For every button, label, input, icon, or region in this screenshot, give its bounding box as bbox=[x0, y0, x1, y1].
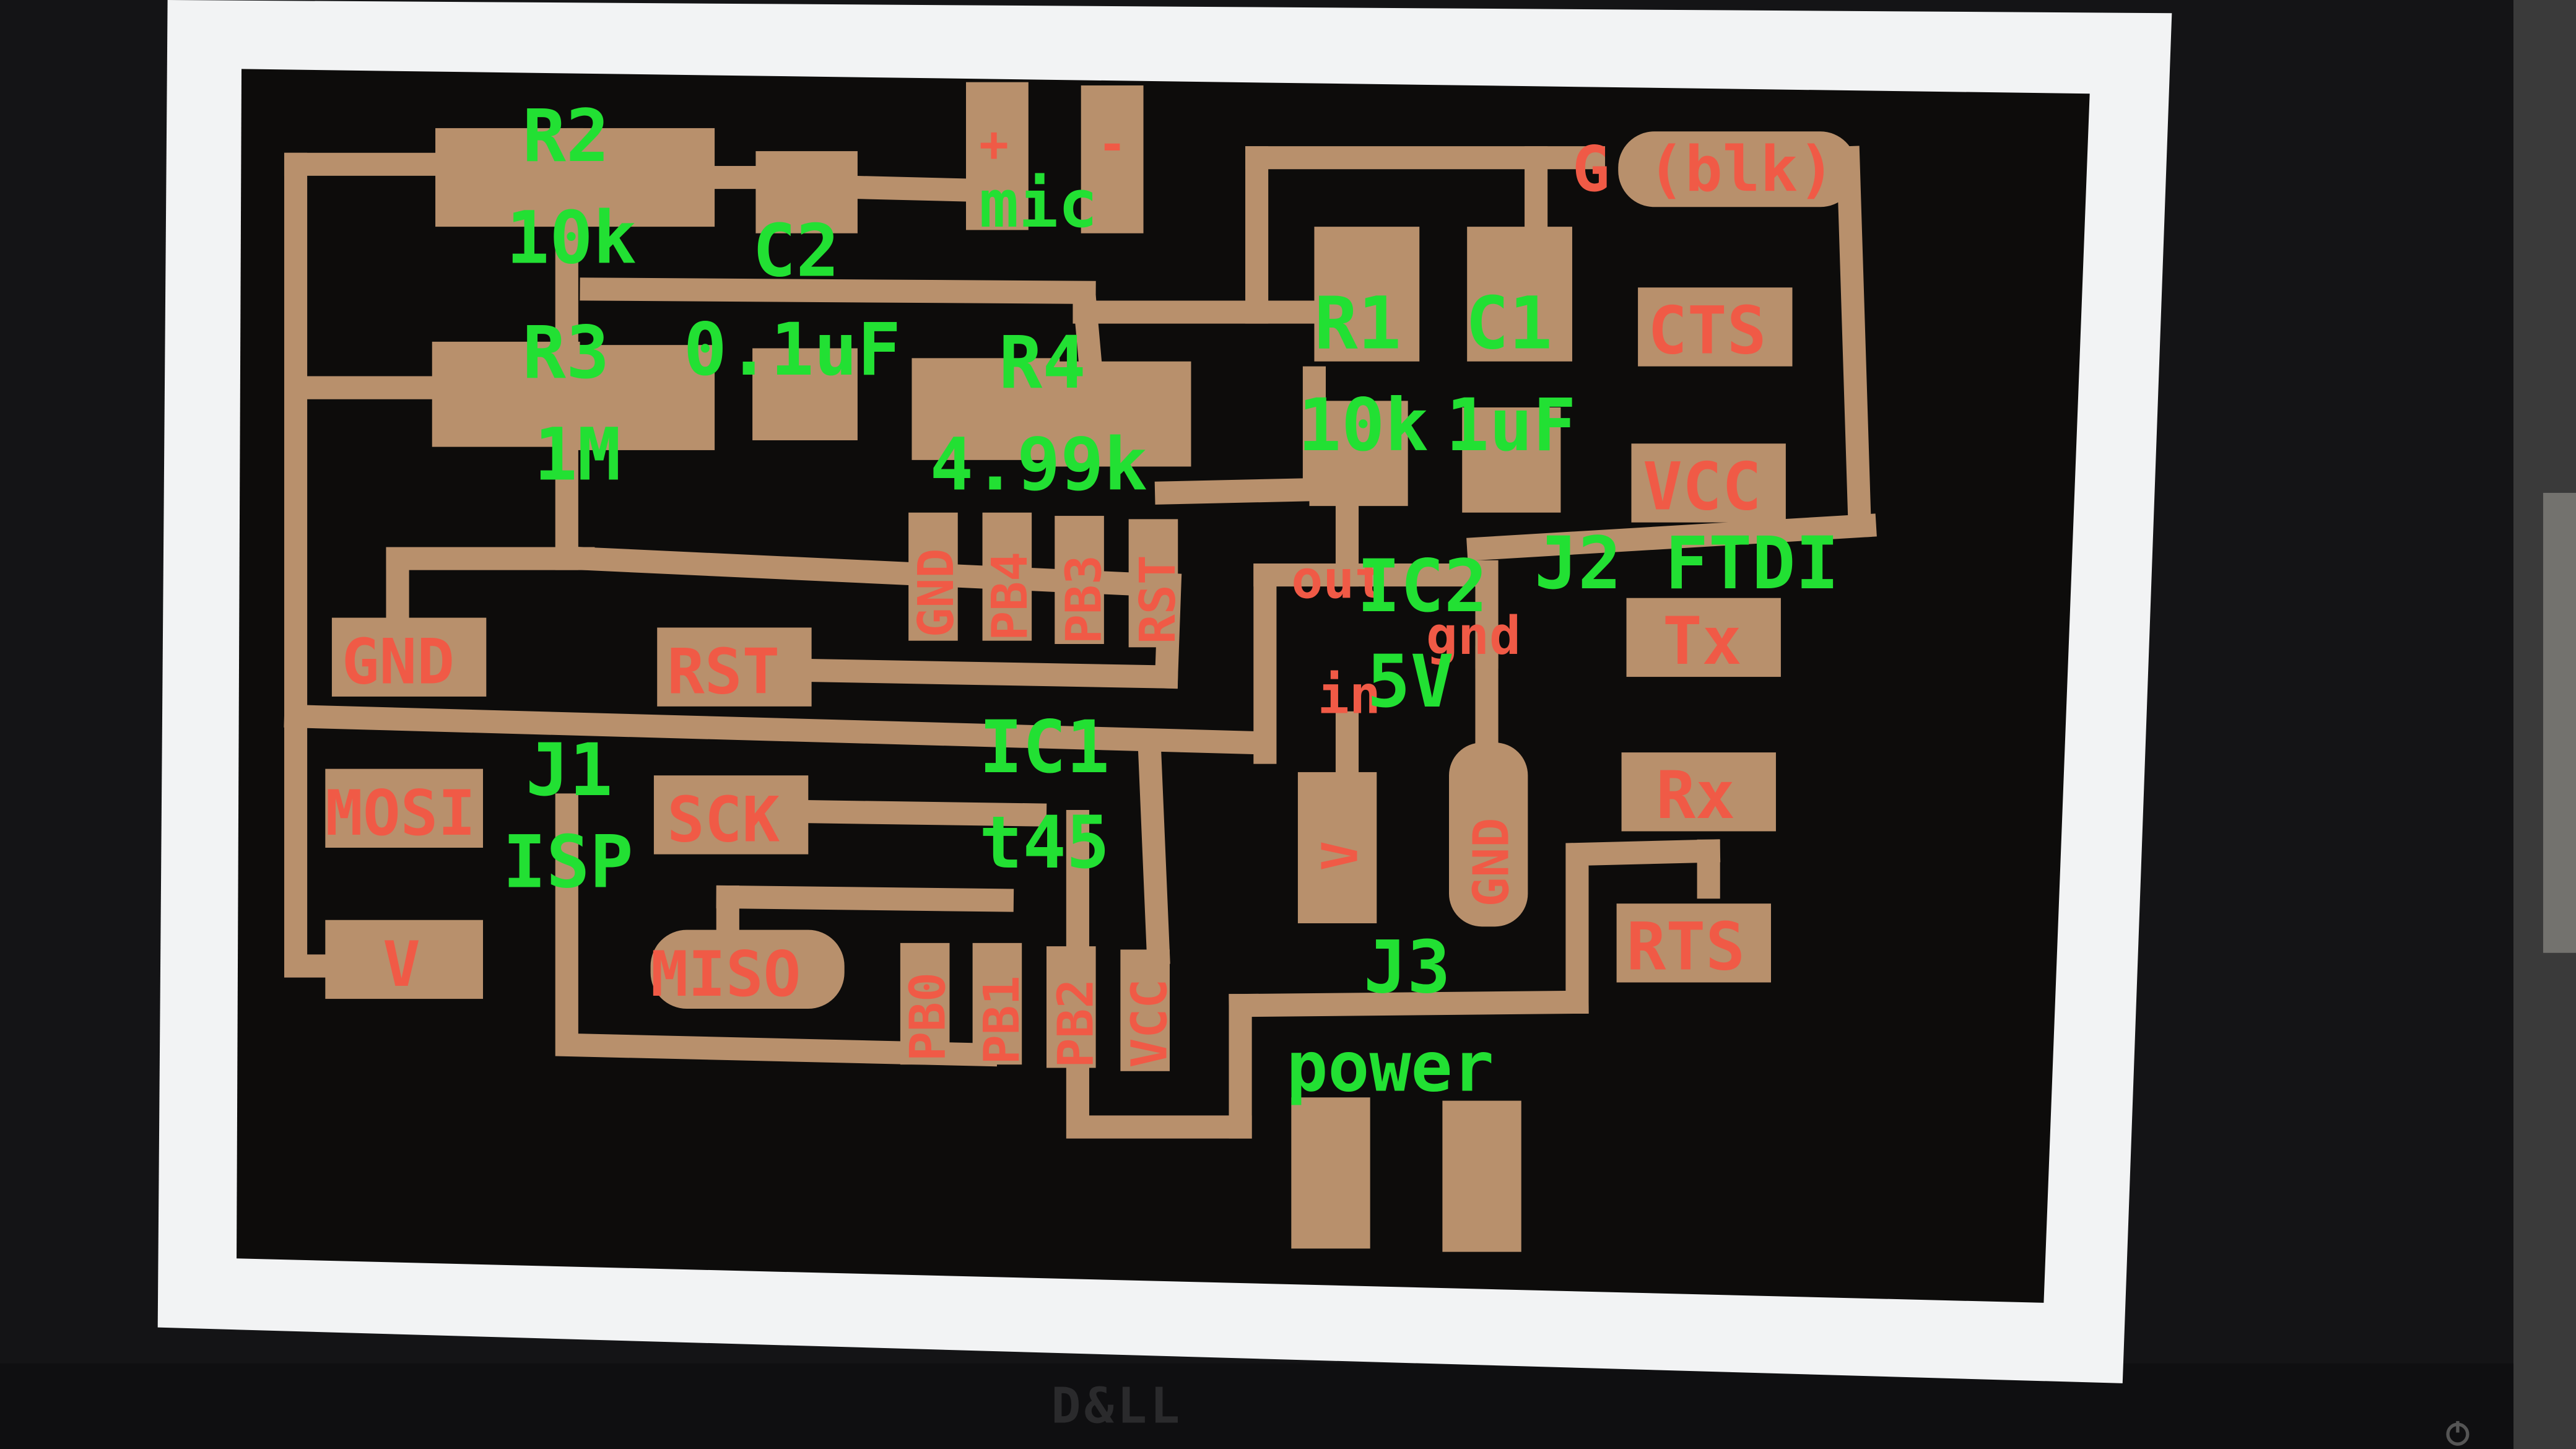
ic2-out-label: out bbox=[1291, 550, 1386, 611]
r1-pad-bottom bbox=[1309, 401, 1408, 507]
ic1-pb2-label: PB2 bbox=[1046, 979, 1104, 1068]
rts-label: RTS bbox=[1627, 908, 1746, 985]
sck-pad bbox=[653, 775, 809, 855]
ic1-pin-pb3 bbox=[1055, 516, 1104, 644]
ic2-in-label: in bbox=[1318, 664, 1381, 726]
copper-traces bbox=[284, 146, 1877, 1139]
tx-pad bbox=[1626, 598, 1781, 677]
v-label: V bbox=[383, 928, 420, 1001]
r3-pad-right bbox=[567, 345, 715, 450]
c2-pad-left bbox=[755, 151, 858, 233]
reg-gnd-label: GND bbox=[1463, 818, 1520, 907]
power-pad-right bbox=[1442, 1100, 1521, 1252]
ic1-rst-label: RST bbox=[1129, 555, 1186, 644]
g-blk-pad bbox=[1618, 131, 1856, 207]
r4-pad-left bbox=[912, 358, 1060, 460]
ic1-pb0-label: PB0 bbox=[899, 972, 957, 1061]
mic-label: mic bbox=[979, 166, 1098, 243]
r1-pad-top bbox=[1314, 227, 1420, 362]
r2-pad-right bbox=[567, 128, 715, 227]
v-pad bbox=[325, 920, 483, 999]
pad-labels: + - G (blk) CTS VCC Tx Rx RTS GND RST MO… bbox=[325, 115, 1835, 1068]
ic1-pin-gnd bbox=[908, 512, 958, 641]
r2-pad-left bbox=[435, 128, 583, 227]
right-light bbox=[2543, 492, 2576, 953]
ic1-vcc-label: VCC bbox=[1121, 979, 1178, 1068]
ic2-gnd-label: gnd bbox=[1426, 606, 1521, 667]
ic1-pb4-label: PB4 bbox=[981, 552, 1038, 641]
vcc-pad bbox=[1631, 443, 1786, 523]
reg-v-pad bbox=[1297, 772, 1377, 924]
j2-ftdi-label: J2 FTDI bbox=[1534, 521, 1839, 606]
component-labels: R2 10k C2 mic R3 1M 0.1uF R4 4.99k R1 C1… bbox=[503, 94, 1839, 1108]
dell-logo-text: D&LL bbox=[1051, 1377, 1183, 1435]
r3-value-label: 1M bbox=[534, 413, 621, 497]
miso-pad bbox=[650, 929, 845, 1009]
ic1-pin-pb2 bbox=[1046, 946, 1096, 1068]
j3-label: J3 bbox=[1364, 925, 1451, 1009]
power-pad-left bbox=[1291, 1097, 1370, 1249]
c1-pad-bottom bbox=[1462, 407, 1561, 513]
reg-gnd-pad bbox=[1449, 742, 1528, 927]
sck-label: SCK bbox=[667, 783, 780, 856]
r1-value-label: 10k bbox=[1298, 383, 1429, 468]
r3-pad-left bbox=[432, 341, 580, 447]
copper-pads bbox=[325, 82, 1856, 1252]
c2-label: C2 bbox=[752, 209, 840, 294]
miso-label: MISO bbox=[651, 938, 801, 1011]
ic1-pin-pb4 bbox=[982, 512, 1032, 641]
c2-value-label: 0.1uF bbox=[684, 308, 901, 392]
mic-minus-pad bbox=[1081, 85, 1144, 233]
j3-sub-label: power bbox=[1286, 1028, 1494, 1108]
rx-label: Rx bbox=[1656, 757, 1735, 834]
r4-label: R4 bbox=[999, 321, 1086, 405]
ic1-pin-pb1 bbox=[972, 942, 1022, 1065]
tx-label: Tx bbox=[1663, 603, 1742, 680]
ic1-label: IC1 bbox=[979, 705, 1110, 790]
c1-label: C1 bbox=[1466, 281, 1553, 365]
cts-label: CTS bbox=[1648, 292, 1767, 369]
power-button-icon[interactable] bbox=[2446, 1421, 2469, 1446]
mic-plus-pad bbox=[966, 82, 1029, 230]
mosi-label: MOSI bbox=[325, 777, 476, 850]
vcc-label: VCC bbox=[1643, 448, 1762, 525]
ic1-pin-pb0 bbox=[900, 942, 950, 1065]
rst-pad bbox=[657, 627, 812, 707]
ic2-5v-label: 5V bbox=[1367, 640, 1454, 724]
mic-minus-label: - bbox=[1097, 115, 1127, 173]
r4-pad-right bbox=[1051, 361, 1191, 467]
ic1-pb3-label: PB3 bbox=[1055, 555, 1113, 644]
rx-pad bbox=[1621, 752, 1776, 832]
r2-value-label: 10k bbox=[506, 196, 637, 280]
monitor-logo: D&LL bbox=[1051, 1377, 1183, 1435]
mic-plus-label: + bbox=[979, 115, 1009, 173]
j1-label: J1 bbox=[526, 728, 613, 812]
r1-label: R1 bbox=[1314, 281, 1401, 365]
ic1-pin-vcc bbox=[1120, 949, 1170, 1071]
c2-pad-lower bbox=[752, 348, 858, 441]
ic1-pin-rst bbox=[1128, 519, 1178, 648]
gnd-label: GND bbox=[342, 625, 455, 698]
c1-value-label: 1uF bbox=[1446, 383, 1577, 468]
r4-value-label: 4.99k bbox=[930, 423, 1147, 507]
bezel-bottom bbox=[0, 1364, 2514, 1449]
reg-v-label: V bbox=[1311, 841, 1368, 871]
rts-pad bbox=[1616, 903, 1771, 983]
gnd-pad bbox=[331, 617, 487, 697]
ic2-label: IC2 bbox=[1357, 544, 1487, 629]
ic1-gnd-label: GND bbox=[907, 549, 965, 638]
cts-pad bbox=[1638, 287, 1793, 367]
j1-sub-label: ISP bbox=[503, 820, 633, 905]
rst-label: RST bbox=[667, 635, 780, 708]
ic1-sub-label: t45 bbox=[979, 801, 1110, 885]
mosi-pad bbox=[325, 768, 483, 848]
r3-label: R3 bbox=[523, 311, 610, 395]
ic1-pb1-label: PB1 bbox=[973, 975, 1030, 1064]
c1-pad-top bbox=[1467, 227, 1572, 362]
r2-label: R2 bbox=[523, 94, 610, 178]
g-blk-label: G (blk) bbox=[1572, 133, 1835, 206]
